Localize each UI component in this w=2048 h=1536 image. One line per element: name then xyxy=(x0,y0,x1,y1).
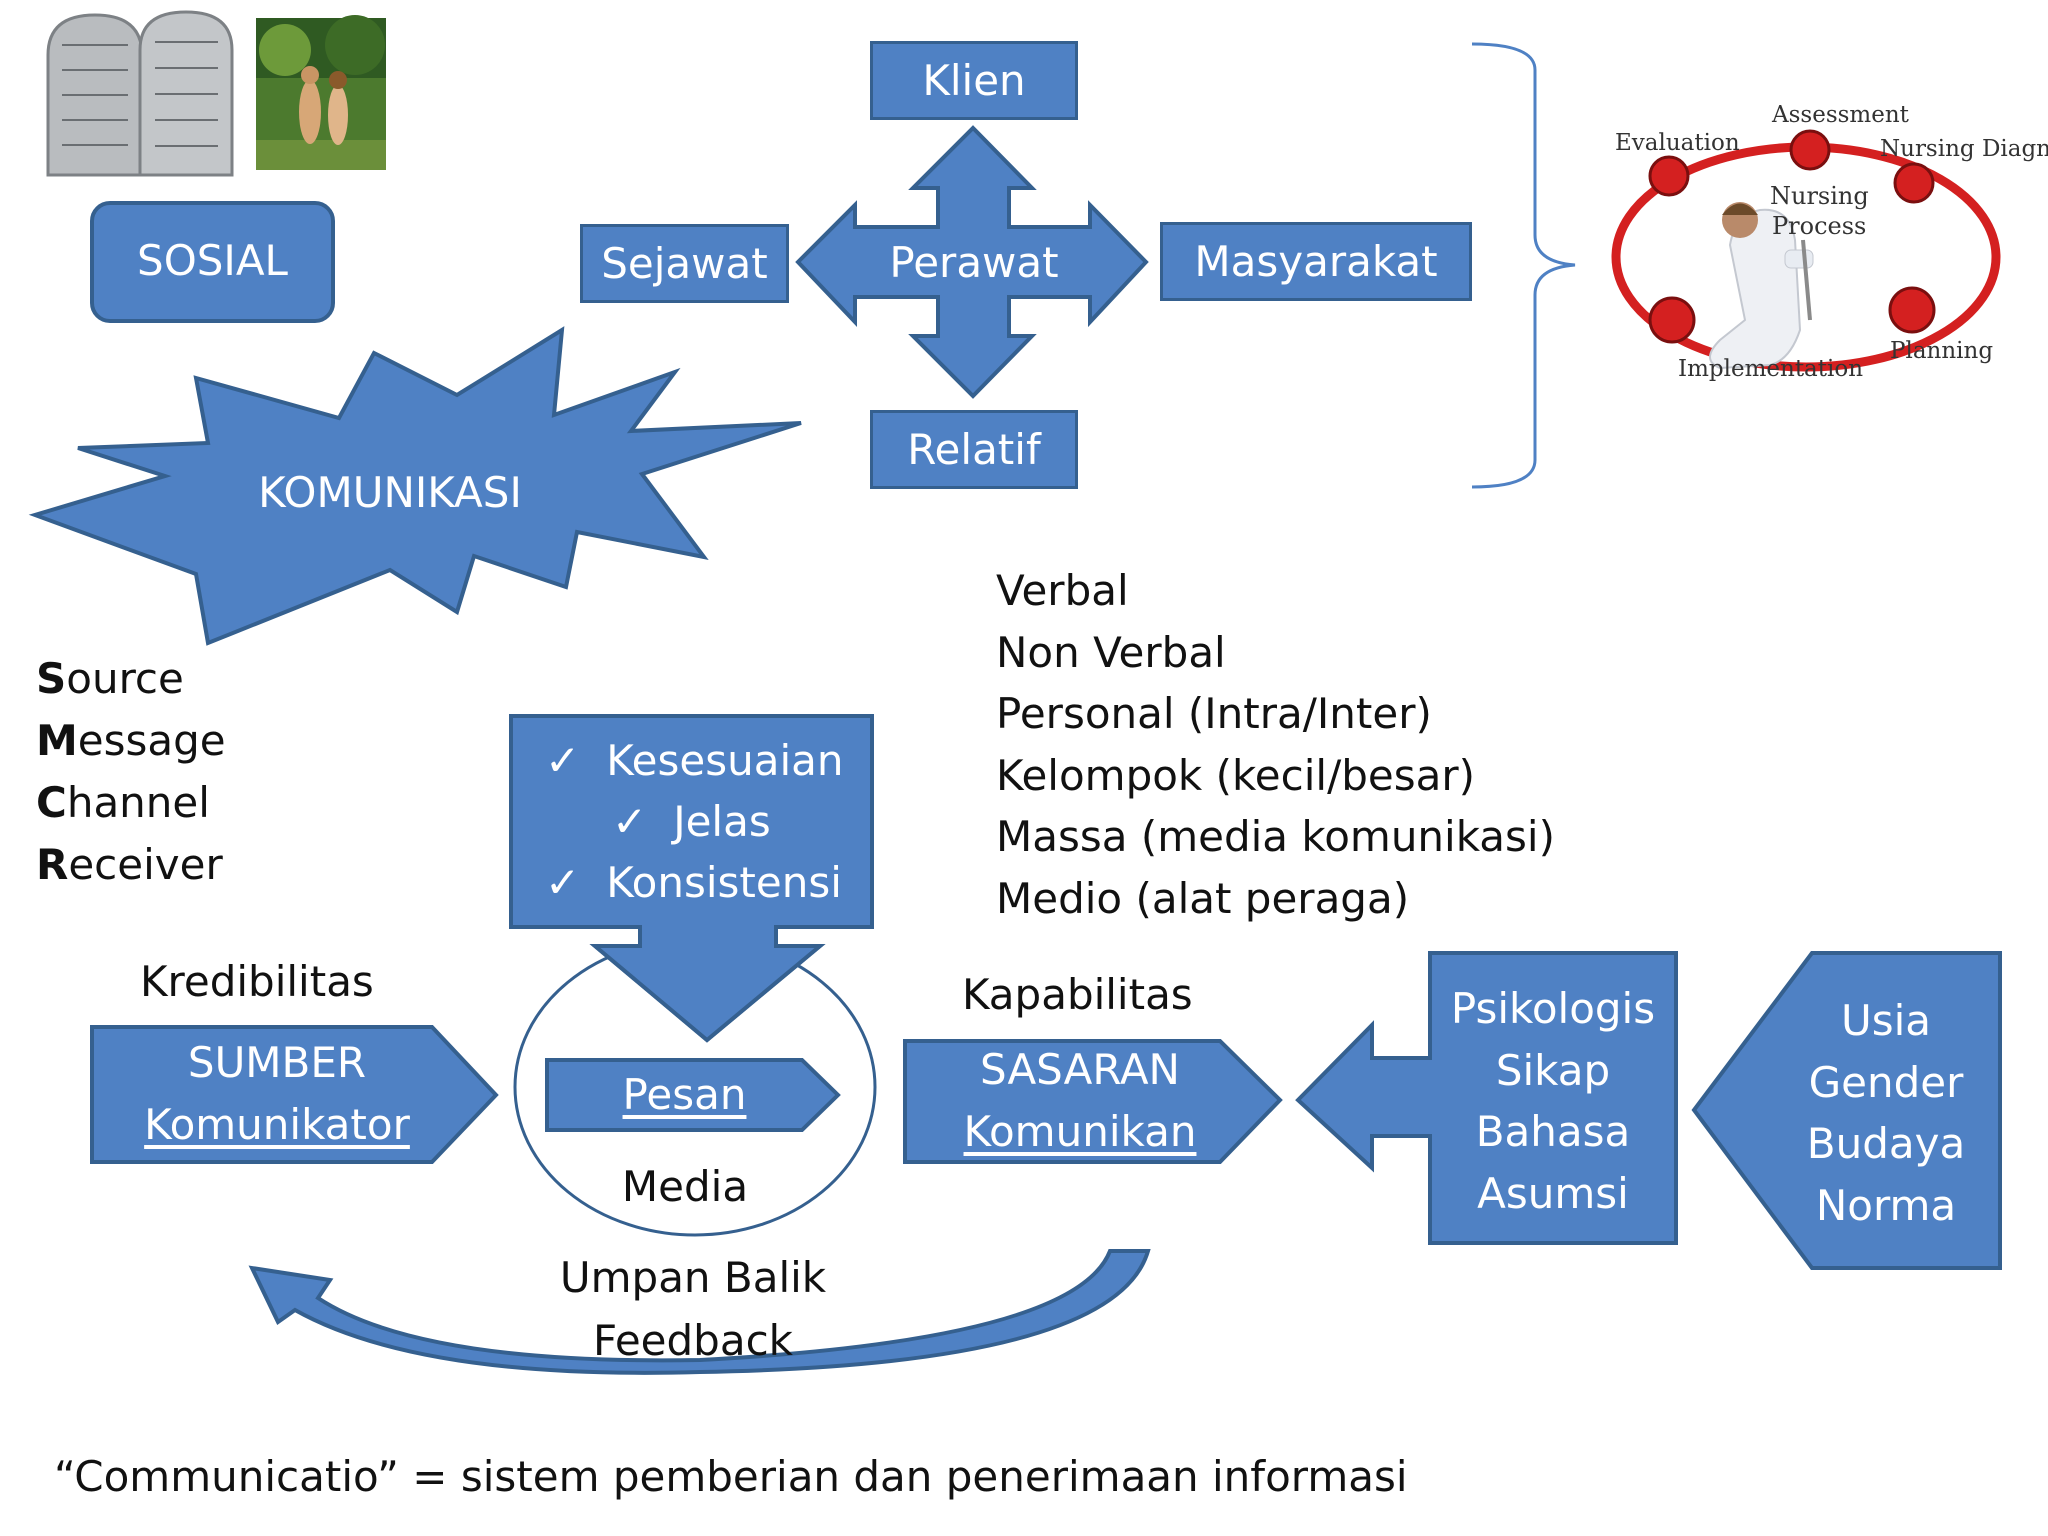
type-item: Medio (alat peraga) xyxy=(996,873,1410,923)
sumber-label: SUMBER xyxy=(187,1038,367,1087)
demographic-item: Budaya xyxy=(1806,1119,1966,1168)
sosial-box xyxy=(90,201,335,323)
type-item: Non Verbal xyxy=(996,627,1226,677)
check-icon: ✓ xyxy=(612,797,648,846)
komunikasi-label: KOMUNIKASI xyxy=(258,468,522,517)
communication-types-list: Verbal Non Verbal Personal (Intra/Inter)… xyxy=(996,560,1555,929)
smcr-receiver: Receiver xyxy=(36,840,223,889)
masyarakat-box: Masyarakat xyxy=(1160,222,1472,301)
type-item: Kelompok (kecil/besar) xyxy=(996,750,1476,800)
kapabilitas-label: Kapabilitas xyxy=(962,970,1193,1019)
factor-item: Asumsi xyxy=(1477,1168,1629,1218)
type-item: Massa (media komunikasi) xyxy=(996,812,1555,861)
perawat-label: Perawat xyxy=(889,238,1059,287)
nursing-process-cycle-image xyxy=(1611,129,2001,372)
feedback-label-1: Umpan Balik xyxy=(559,1253,827,1302)
np-implementation: Implementation xyxy=(1678,356,1864,382)
feedback-arrow xyxy=(248,1249,1151,1375)
sosial-label: SOSIAL xyxy=(137,236,288,285)
masyarakat-label: Masyarakat xyxy=(1194,237,1438,286)
quality-kesesuaian: ✓Kesesuaian xyxy=(545,736,844,785)
check-icon: ✓ xyxy=(545,858,581,907)
check-icon: ✓ xyxy=(545,736,581,785)
garden-painting-image xyxy=(256,15,386,170)
pesan-label: Pesan xyxy=(622,1070,747,1119)
type-item: Personal (Intra/Inter) xyxy=(996,689,1432,738)
factor-item: Sikap xyxy=(1495,1045,1611,1095)
footer-definition: “Communicatio” = sistem pemberian dan pe… xyxy=(54,1452,1408,1501)
demographic-item: Gender xyxy=(1808,1057,1964,1107)
four-way-arrow xyxy=(795,125,1149,399)
factor-item: Bahasa xyxy=(1475,1107,1631,1156)
komunikator-label: Komunikator xyxy=(144,1100,410,1149)
smcr-message: Message xyxy=(36,716,226,765)
sumber-shape xyxy=(90,1025,499,1164)
demographics-list: Usia Gender Budaya Norma xyxy=(1790,990,1982,1236)
curly-bracket xyxy=(1471,42,1576,489)
feedback-label-2: Feedback xyxy=(592,1316,793,1365)
quality-jelas: ✓Jelas xyxy=(612,797,771,846)
np-assessment: Assessment xyxy=(1772,102,1909,128)
smcr-list: Source Message Channel Receiver xyxy=(36,648,226,896)
relatif-label: Relatif xyxy=(907,425,1041,474)
sasaran-shape xyxy=(903,1039,1283,1164)
np-planning: Planning xyxy=(1890,338,1994,364)
demographic-item: Usia xyxy=(1840,996,1932,1045)
smcr-channel: Channel xyxy=(36,778,210,827)
sasaran-label: SASARAN xyxy=(980,1045,1180,1094)
type-item: Verbal xyxy=(996,566,1129,615)
komunikan-label: Komunikan xyxy=(963,1107,1197,1156)
smcr-source: Source xyxy=(36,654,184,703)
np-evaluation: Evaluation xyxy=(1615,130,1740,156)
relatif-box: Relatif xyxy=(870,410,1078,489)
komunikasi-burst xyxy=(28,326,802,646)
sejawat-box: Sejawat xyxy=(580,224,789,303)
sejawat-label: Sejawat xyxy=(601,239,768,288)
np-title-1: Nursing xyxy=(1770,182,1869,210)
factor-item: Psikologis xyxy=(1450,984,1656,1033)
receiver-factors-list: Psikologis Sikap Bahasa Asumsi xyxy=(1430,978,1676,1224)
quality-konsistensi: ✓Konsistensi xyxy=(545,858,842,907)
demographic-item: Norma xyxy=(1815,1180,1957,1230)
commandment-tablets-image xyxy=(46,10,234,177)
np-nursing-diagnosis: Nursing Diagnosis xyxy=(1880,136,2048,162)
klien-label: Klien xyxy=(922,56,1026,105)
demographics-shape xyxy=(1691,951,2002,1270)
pesan-arrow xyxy=(545,1058,841,1132)
np-title-2: Process xyxy=(1772,212,1867,240)
kredibilitas-label: Kredibilitas xyxy=(140,957,374,1006)
media-label: Media xyxy=(621,1162,749,1211)
receiver-factors-callout xyxy=(1295,951,1678,1245)
klien-box: Klien xyxy=(870,41,1078,120)
